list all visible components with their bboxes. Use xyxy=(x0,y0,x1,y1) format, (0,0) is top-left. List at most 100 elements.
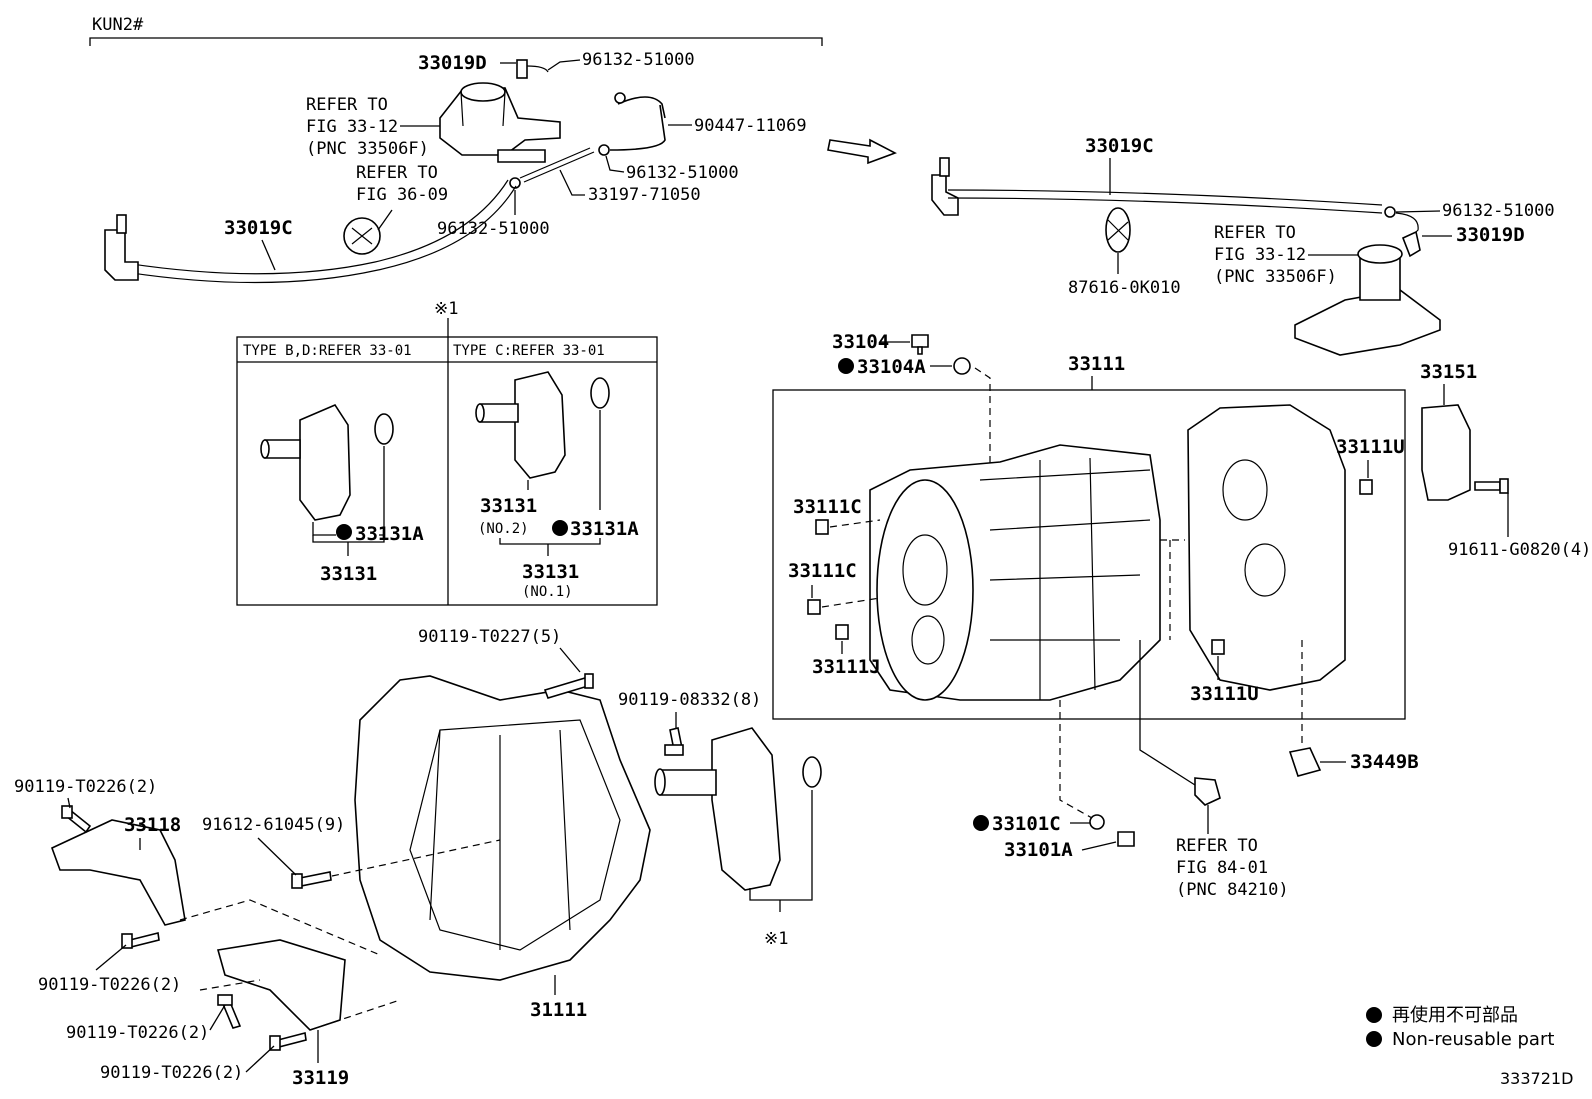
label-33111C-b: 33111C xyxy=(788,560,857,582)
gasket-33104A xyxy=(953,357,971,375)
figure-id: 333721D xyxy=(1500,1069,1573,1088)
dot-33104A xyxy=(838,358,854,374)
cover-33151 xyxy=(1421,404,1471,501)
label-33449B: 33449B xyxy=(1350,751,1419,773)
inset-right-part-label: 33131 xyxy=(522,561,579,583)
legend-dot-jp xyxy=(1366,1007,1382,1023)
legend-jp: 再使用不可部品 xyxy=(1392,1005,1518,1026)
label-33197: 33197-71050 xyxy=(588,185,701,205)
bolt-90119-T0226-b xyxy=(129,932,160,948)
bell-housing-group xyxy=(50,673,822,1051)
inset-right-dot xyxy=(552,520,568,536)
hose-bracket-right xyxy=(931,174,959,216)
label-case-refer-c: (PNC 84210) xyxy=(1176,880,1289,900)
label-right-refer-a: REFER TO xyxy=(1214,223,1296,243)
bracket-33119 xyxy=(216,939,346,1031)
oil-seal-front xyxy=(802,756,822,788)
label-90119-T0226-d: 90119-T0226(2) xyxy=(100,1063,243,1083)
label-33111-case: 33111 xyxy=(1068,353,1125,375)
label-33119: 33119 xyxy=(292,1067,349,1089)
pin-33111U-b xyxy=(1211,639,1225,655)
label-refer-36-09-a: REFER TO xyxy=(356,163,438,183)
inset-left-seal xyxy=(374,413,394,445)
hose-33019C-right xyxy=(947,189,1383,206)
bolt-91612 xyxy=(299,871,332,887)
pin-33111C-a xyxy=(815,519,829,535)
inset-right-cover xyxy=(514,371,566,479)
bracket-plate xyxy=(497,149,546,163)
label-33111J: 33111J xyxy=(812,656,881,678)
top-left-breather-assembly xyxy=(104,59,666,284)
transmission-case-group xyxy=(772,334,1509,847)
label-96132-a: 96132-51000 xyxy=(582,50,695,70)
label-refer-36-09-b: FIG 36-09 xyxy=(356,185,448,205)
inset-left-part-label: 33131 xyxy=(320,563,377,585)
label-33104A: 33104A xyxy=(857,356,926,378)
hose-nipple-left xyxy=(116,214,127,234)
label-refer-33-12-b: FIG 33-12 xyxy=(306,117,398,137)
label-91611: 91611-G0820(4) xyxy=(1448,540,1591,560)
label-90119-T0226-c: 90119-T0226(2) xyxy=(66,1023,209,1043)
next-arrow-icon xyxy=(827,138,897,165)
inset-frame xyxy=(236,336,658,606)
label-90119-T0226-a: 90119-T0226(2) xyxy=(14,777,157,797)
legend-dot-en xyxy=(1366,1031,1382,1047)
inset-left-title: TYPE B,D:REFER 33-01 xyxy=(243,343,412,359)
clamp-96132-a xyxy=(614,92,626,104)
label-right-refer-c: (PNC 33506F) xyxy=(1214,267,1337,287)
top-right-breather-assembly xyxy=(931,157,1441,356)
case-frame xyxy=(772,389,1406,720)
label-33019D-right: 33019D xyxy=(1456,224,1525,246)
case-front-flange xyxy=(876,479,974,701)
label-33019D-left: 33019D xyxy=(418,52,487,74)
label-case-refer-a: REFER TO xyxy=(1176,836,1258,856)
hose-nipple-right xyxy=(939,157,950,177)
bolt-90119-T0226-c xyxy=(221,1001,242,1029)
inset-left-cover xyxy=(299,403,351,521)
union-33019D-right xyxy=(1401,230,1421,258)
label-96132-b: 96132-51000 xyxy=(626,163,739,183)
label-33151: 33151 xyxy=(1420,361,1477,383)
inset-mark: ※1 xyxy=(434,299,458,319)
hose-90447 xyxy=(609,104,666,151)
inset-right-top-sub: (NO.2) xyxy=(478,521,529,537)
hose-33019C-left xyxy=(124,179,509,275)
label-33111U-a: 33111U xyxy=(1336,436,1405,458)
label-33019C-left: 33019C xyxy=(224,217,293,239)
label-90119-T0226-b: 90119-T0226(2) xyxy=(38,975,181,995)
rear-extension-plate xyxy=(1187,404,1346,691)
label-case-refer-b: FIG 84-01 xyxy=(1176,858,1268,878)
dot-33101C xyxy=(973,815,989,831)
label-90119-T0227: 90119-T0227(5) xyxy=(418,627,561,647)
inset-left-seal-label: 33131A xyxy=(355,523,424,545)
inset-right-part-sub: (NO.1) xyxy=(522,584,573,600)
inset-left-dot xyxy=(336,524,352,540)
union-33019D xyxy=(516,59,528,79)
label-91612: 91612-61045(9) xyxy=(202,815,345,835)
inset-right-seal-label: 33131A xyxy=(570,518,639,540)
inset-right-seal xyxy=(590,377,610,409)
label-33101C: 33101C xyxy=(992,813,1061,835)
label-33104: 33104 xyxy=(832,331,889,353)
label-33101A: 33101A xyxy=(1004,839,1073,861)
type-inset-box: ※1 TYPE B,D:REFER 33-01 TYPE C:REFER 33-… xyxy=(236,299,658,606)
label-refer-33-12-c: (PNC 33506F) xyxy=(306,139,429,159)
hose-bracket-left xyxy=(104,229,139,281)
switch-84210 xyxy=(1194,777,1221,806)
part-33449B xyxy=(1288,747,1322,777)
label-33111C-a: 33111C xyxy=(793,496,862,518)
label-mark-1: ※1 xyxy=(764,929,788,949)
label-31111: 31111 xyxy=(530,999,587,1021)
front-bearing-retainer xyxy=(711,727,781,891)
housing-top xyxy=(460,82,506,102)
plug-33104 xyxy=(911,334,929,348)
label-90447: 90447-11069 xyxy=(694,116,807,136)
label-90119-08332: 90119-08332(8) xyxy=(618,690,761,710)
inset-right-title: TYPE C:REFER 33-01 xyxy=(453,343,605,359)
bolt-90119-T0226-d xyxy=(277,1032,307,1048)
label-33118: 33118 xyxy=(124,814,181,836)
label-refer-33-12-a: REFER TO xyxy=(306,95,388,115)
header-bracket xyxy=(89,37,823,46)
label-33019C-right: 33019C xyxy=(1085,135,1154,157)
label-96132-right: 96132-51000 xyxy=(1442,201,1555,221)
